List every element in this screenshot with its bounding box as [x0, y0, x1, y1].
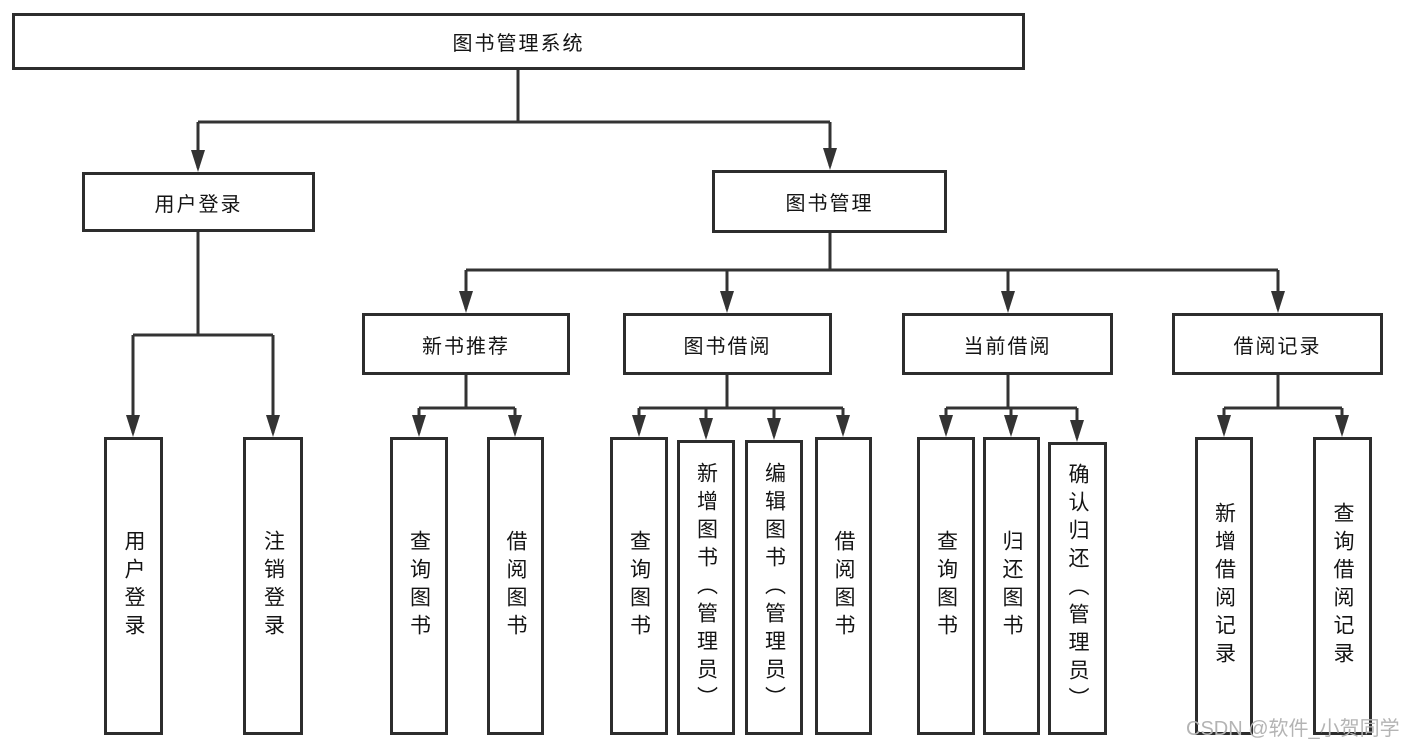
node-leaf-nbr-query-books-label: 查询图书	[407, 530, 431, 642]
node-user-login-label: 用户登录	[154, 193, 243, 216]
connector-book-borrow-to-leaves	[632, 375, 850, 440]
node-leaf-br-add-record-label: 新增借阅记录	[1212, 502, 1236, 670]
node-root-label: 图书管理系统	[452, 33, 585, 55]
node-leaf-bb-query-books-label: 查询图书	[627, 530, 651, 642]
node-leaf-br-query-record: 查询借阅记录	[1313, 437, 1372, 735]
node-book-borrow: 图书借阅	[623, 313, 832, 375]
node-leaf-bb-query-books: 查询图书	[610, 437, 668, 735]
watermark: CSDN @软件_小贺同学	[1186, 718, 1400, 740]
node-leaf-nbr-borrow-books-label: 借阅图书	[504, 530, 527, 642]
node-leaf-logout: 注销登录	[243, 437, 303, 735]
node-borrow-records: 借阅记录	[1172, 313, 1383, 375]
node-leaf-bb-add-books: 新增图书（管理员）	[677, 440, 735, 735]
connector-new-book-rec-to-leaves	[412, 375, 522, 437]
node-current-borrow-label: 当前借阅	[963, 335, 1052, 358]
node-book-mgmt: 图书管理	[712, 170, 947, 233]
connector-book-mgmt-to-level3	[459, 233, 1285, 313]
node-leaf-cb-confirm-return-label: 确认归还（管理员）	[1066, 462, 1089, 715]
node-leaf-bb-borrow-books-label: 借阅图书	[832, 530, 855, 642]
node-root: 图书管理系统	[12, 13, 1025, 70]
node-leaf-bb-borrow-books: 借阅图书	[815, 437, 872, 735]
node-leaf-bb-edit-books-label: 编辑图书（管理员）	[762, 461, 786, 714]
node-user-login: 用户登录	[82, 172, 315, 232]
node-leaf-login: 用户登录	[104, 437, 163, 735]
node-book-mgmt-label: 图书管理	[785, 193, 874, 215]
node-leaf-cb-query-books: 查询图书	[917, 437, 975, 735]
node-leaf-cb-confirm-return: 确认归还（管理员）	[1048, 442, 1107, 735]
node-leaf-login-label: 用户登录	[122, 530, 145, 642]
node-leaf-bb-add-books-label: 新增图书（管理员）	[694, 461, 718, 714]
node-borrow-records-label: 借阅记录	[1233, 335, 1322, 358]
node-leaf-cb-return-books-label: 归还图书	[1000, 530, 1023, 642]
node-leaf-logout-label: 注销登录	[261, 530, 285, 642]
node-book-borrow-label: 图书借阅	[683, 335, 772, 358]
node-leaf-nbr-query-books: 查询图书	[390, 437, 448, 735]
node-leaf-bb-edit-books: 编辑图书（管理员）	[745, 440, 803, 735]
node-leaf-cb-return-books: 归还图书	[983, 437, 1040, 735]
node-current-borrow: 当前借阅	[902, 313, 1113, 375]
connector-borrow-records-to-leaves	[1217, 375, 1349, 437]
connector-user-login-to-leaves	[126, 232, 280, 437]
connector-root-to-level2	[191, 70, 837, 172]
connector-current-borrow-to-leaves	[939, 375, 1084, 442]
node-leaf-br-add-record: 新增借阅记录	[1195, 437, 1253, 735]
node-new-book-rec: 新书推荐	[362, 313, 570, 375]
node-leaf-cb-query-books-label: 查询图书	[934, 530, 958, 642]
node-new-book-rec-label: 新书推荐	[422, 335, 510, 358]
node-leaf-nbr-borrow-books: 借阅图书	[487, 437, 544, 735]
node-leaf-br-query-record-label: 查询借阅记录	[1331, 502, 1354, 670]
